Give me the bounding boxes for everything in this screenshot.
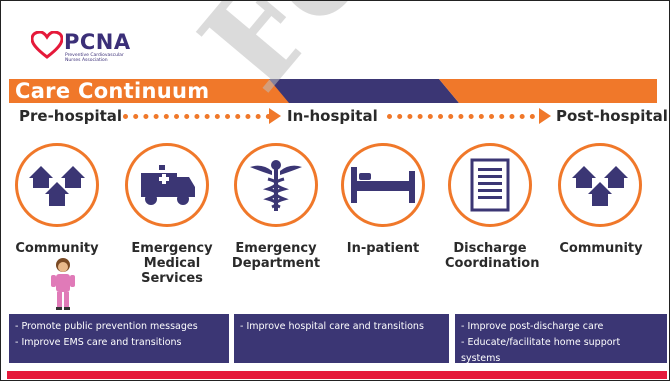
houses-icon [29,166,85,206]
bottom-bar [7,371,667,379]
caduceus-icon [250,160,302,211]
label-in-patient: In-patient [346,241,420,256]
arrow-head-2-icon [539,108,551,124]
label-community-post: Community [559,241,643,256]
document-icon [470,158,510,212]
logo-subtitle: Preventive Cardiovascular Nurses Associa… [65,53,124,63]
in-patient-circle [341,143,425,227]
box-line: - Promote public prevention messages [15,321,198,332]
info-box-post-hospital: - Improve post-discharge care - Educate/… [455,314,667,364]
houses-icon [572,166,628,206]
box-line: - Improve post-discharge care [461,321,604,332]
label-discharge: Discharge Coordination [445,241,540,271]
label-ems: Emergency Medical Services [131,241,213,286]
info-box-pre-hospital: - Promote public prevention messages - I… [9,314,229,363]
ed-circle [234,143,318,227]
stage-pre-hospital: Pre-hospital [19,107,123,125]
box-line: - Educate/facilitate home support system… [461,337,621,364]
stage-in-hospital: In-hospital [287,107,378,125]
arrow-head-1-icon [269,108,281,124]
box-line: - Improve hospital care and transitions [240,321,424,332]
label-ed: Emergency Department [231,241,321,271]
bed-icon [351,167,415,203]
banner-title: Care Continuum [15,79,210,103]
ems-circle [125,143,209,227]
community-post-circle [558,143,642,227]
nurse-figure-icon [51,258,75,310]
banner-bar [9,79,657,103]
pcna-logo: PCNA Preventive Cardiovascular Nurses As… [31,30,171,71]
arrow-dots-1 [123,114,271,123]
heart-logo-icon [31,31,63,59]
community-circle [15,143,99,227]
ambulance-icon [141,165,195,205]
info-box-in-hospital: - Improve hospital care and transitions [234,314,449,363]
arrow-dots-2 [387,114,535,123]
box-line: - Improve EMS care and transitions [15,337,182,348]
logo-name: PCNA [64,30,131,54]
label-community: Community [15,241,99,256]
discharge-circle [448,143,532,227]
stage-post-hospital: Post-hospital [556,107,668,125]
